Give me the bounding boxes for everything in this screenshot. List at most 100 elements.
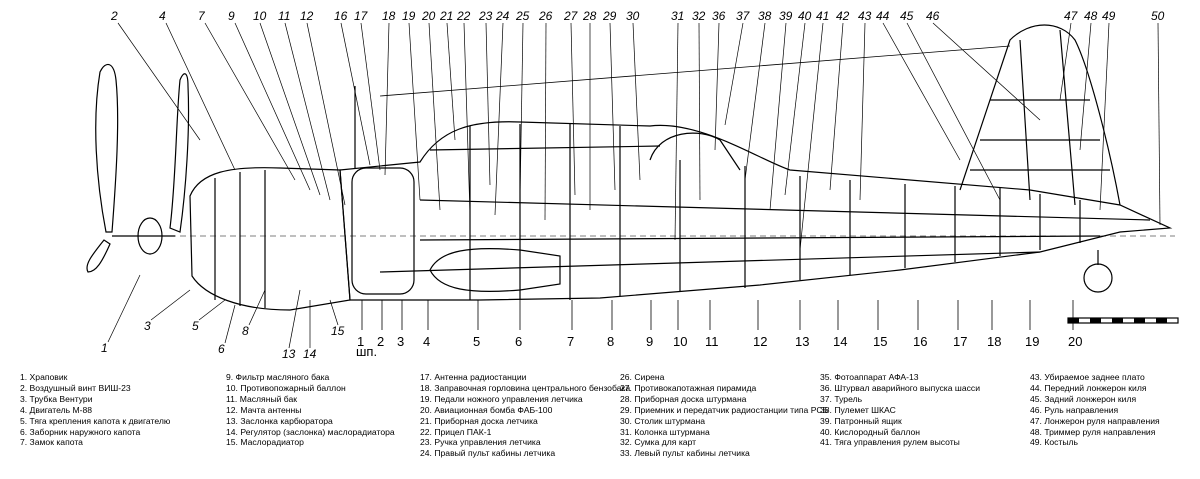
frame-label-17: 17	[953, 334, 967, 349]
legend-item: 31. Колонка штурмана	[620, 426, 710, 437]
legend-item: 14. Регулятор (заслонка) маслорадиатора	[226, 426, 395, 437]
legend-item: 5. Тяга крепления капота к двигателю	[20, 415, 171, 426]
callout-number-28: 28	[582, 9, 597, 23]
callout-number-36: 36	[712, 9, 726, 23]
callout-leader-23	[485, 22, 491, 186]
callout-number-3: 3	[144, 319, 151, 333]
callout-number-44: 44	[876, 9, 890, 23]
frame-label-3: 3	[397, 334, 404, 349]
callout-leader-38	[744, 22, 766, 181]
callout-number-20: 20	[421, 9, 436, 23]
callout-leader-49	[1099, 22, 1110, 211]
legend-item: 43. Убираемое заднее плато	[1030, 372, 1145, 382]
legend-item: 27. Противокапотажная пирамида	[620, 382, 757, 393]
callout-leader-3	[150, 289, 191, 321]
frame-label-20: 20	[1068, 334, 1082, 349]
legend-item: 47. Лонжерон руля направления	[1030, 415, 1160, 426]
callout-leader-13	[288, 289, 301, 349]
legend-item: 39. Патронный ящик	[820, 415, 902, 426]
callout-number-49: 49	[1102, 9, 1116, 23]
legend-item: 48. Триммер руля направления	[1030, 426, 1156, 437]
callout-leader-24	[494, 22, 504, 216]
legend-item: 33. Левый пульт кабины летчика	[620, 448, 750, 459]
frame-label-4: 4	[423, 334, 430, 349]
callout-leader-9	[234, 22, 311, 191]
frame-label-13: 13	[795, 334, 809, 349]
callout-number-37: 37	[736, 9, 751, 23]
frame-label-12: 12	[753, 334, 767, 349]
callout-leader-15	[329, 299, 339, 326]
legend-item: 35. Фотоаппарат АФА-13	[820, 372, 919, 382]
callout-leader-22	[463, 22, 471, 216]
callout-number-27: 27	[563, 9, 579, 23]
engine-cowling	[189, 167, 351, 311]
callout-leader-6	[224, 304, 236, 344]
frame-label-1: 1	[357, 334, 364, 349]
callout-number-13: 13	[282, 347, 296, 361]
vertical-tail	[959, 24, 1121, 206]
callout-number-30: 30	[626, 9, 640, 23]
legend-item: 12. Мачта антенны	[226, 404, 302, 415]
callout-number-32: 32	[692, 9, 706, 23]
callout-number-50: 50	[1151, 9, 1165, 23]
callout-leader-1	[107, 274, 141, 343]
callout-leader-30	[632, 22, 641, 181]
callout-leader-41	[799, 22, 824, 251]
frame-label-11: 11	[705, 334, 719, 349]
callout-number-16: 16	[334, 9, 348, 23]
frame-label-8: 8	[607, 334, 614, 349]
callout-leader-36	[714, 22, 720, 151]
legend-item: 7. Замок капота	[20, 437, 83, 448]
callout-number-9: 9	[228, 9, 235, 23]
fuselage-outline	[339, 121, 1173, 301]
callout-leader-39	[769, 22, 787, 211]
legend-item: 41. Тяга управления рулем высоты	[820, 437, 960, 448]
callout-number-1: 1	[101, 341, 108, 355]
callout-number-8: 8	[242, 324, 249, 338]
callout-leader-12	[306, 22, 346, 206]
legend-item: 11. Масляный бак	[226, 393, 298, 404]
callout-leader-8	[248, 289, 266, 326]
frame-label-6: 6	[515, 334, 522, 349]
frame-label-15: 15	[873, 334, 887, 349]
callout-number-22: 22	[456, 9, 471, 23]
legend-item: 30. Столик штурмана	[620, 415, 706, 426]
callout-leader-10	[259, 22, 321, 196]
legend-item: 46. Руль направления	[1030, 404, 1119, 415]
callout-leader-16	[340, 22, 371, 166]
callout-leader-47	[1059, 22, 1072, 101]
frame-label-19: 19	[1025, 334, 1039, 349]
callout-leader-2	[117, 22, 201, 141]
legend-item: 32. Сумка для карт	[620, 437, 697, 448]
callout-number-10: 10	[253, 9, 267, 23]
callout-leader-48	[1079, 22, 1092, 151]
callout-number-46: 46	[926, 9, 940, 23]
callout-number-47: 47	[1064, 9, 1079, 23]
legend-item: 26. Сирена	[620, 372, 665, 382]
callout-number-26: 26	[538, 9, 553, 23]
callout-leader-7	[204, 22, 296, 181]
callout-leader-31	[674, 22, 679, 241]
propeller-blade-lower	[86, 239, 111, 273]
legend-item: 10. Противопожарный баллон	[226, 382, 346, 393]
legend-item: 17. Антенна радиостанции	[420, 372, 527, 382]
callout-leader-32	[698, 22, 701, 201]
callout-number-7: 7	[198, 9, 206, 23]
legend-item: 29. Приемник и передатчик радиостанции т…	[620, 404, 829, 415]
frame-label-14: 14	[833, 334, 847, 349]
callout-leader-50	[1157, 22, 1161, 226]
legend-item: 19. Педали ножного управления летчика	[420, 393, 583, 404]
legend-item: 13. Заслонка карбюратора	[226, 415, 333, 426]
legend-item: 20. Авиационная бомба ФАБ-100	[420, 404, 553, 415]
callout-leader-20	[428, 22, 441, 211]
legend-item: 3. Трубка Вентури	[20, 393, 93, 404]
legend-item: 1. Храповик	[20, 372, 68, 382]
callout-number-4: 4	[159, 9, 166, 23]
callout-number-2: 2	[110, 9, 118, 23]
